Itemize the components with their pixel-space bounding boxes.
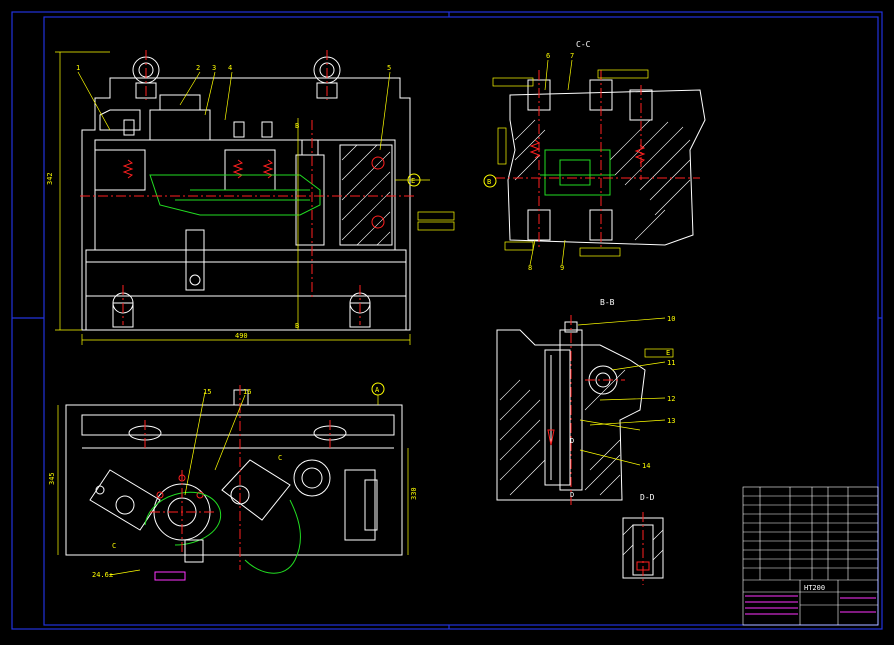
section-title-dd: D-D <box>640 493 655 502</box>
balloon-6: 6 <box>546 52 550 60</box>
dim-width: 490 <box>235 332 248 340</box>
drawing-frame <box>11 11 883 630</box>
balloon-16: 16 <box>243 388 251 396</box>
balloon-15: 15 <box>203 388 211 396</box>
datum-e: E <box>411 177 415 185</box>
balloon-10: 10 <box>667 315 675 323</box>
dim-height: 342 <box>46 172 54 185</box>
balloon-1: 1 <box>76 64 80 72</box>
section-title-cc: C-C <box>576 40 591 49</box>
bb-view-labels: B-B 10 11 12 13 14 D D E <box>570 298 675 499</box>
balloon-14: 14 <box>642 462 650 470</box>
dd-view <box>622 512 664 585</box>
datum-b: B <box>487 178 491 186</box>
section-mark-d-bottom: D <box>570 491 574 499</box>
balloon-2: 2 <box>196 64 200 72</box>
balloon-7: 7 <box>570 52 574 60</box>
balloon-12: 12 <box>667 395 675 403</box>
title-block <box>742 486 879 626</box>
section-mark-c: C <box>112 542 116 550</box>
balloon-8: 8 <box>528 264 532 272</box>
dim-right: 330 <box>410 487 418 500</box>
main-view <box>55 50 455 345</box>
datum-e-bb: E <box>666 349 670 357</box>
datum-a: A <box>375 386 380 394</box>
bottom-view <box>57 382 409 581</box>
balloon-13: 13 <box>667 417 675 425</box>
balloon-4: 4 <box>228 64 232 72</box>
section-title-bb: B-B <box>600 298 615 307</box>
bb-view <box>496 315 674 505</box>
section-mark-d-top: D <box>570 437 574 445</box>
dim-bottom: 24.6± <box>92 571 113 579</box>
title-block-accents <box>745 595 876 615</box>
drawing-number: HT200 <box>804 584 825 592</box>
section-mark-c2: C <box>278 454 282 462</box>
balloon-11: 11 <box>667 359 675 367</box>
balloon-9: 9 <box>560 264 564 272</box>
section-mark-b-top: B <box>295 122 299 130</box>
balloon-5: 5 <box>387 64 391 72</box>
cc-view-labels: C-C 6 7 8 9 B <box>487 40 591 272</box>
main-view-labels: 1 2 3 4 5 B B E 490 342 <box>46 64 415 340</box>
balloon-3: 3 <box>212 64 216 72</box>
dim-left: 345 <box>48 472 56 485</box>
cc-view <box>483 59 706 266</box>
bottom-view-labels: 15 16 A C C 345 330 24.6± <box>48 386 418 579</box>
section-mark-b-bottom: B <box>295 322 299 330</box>
